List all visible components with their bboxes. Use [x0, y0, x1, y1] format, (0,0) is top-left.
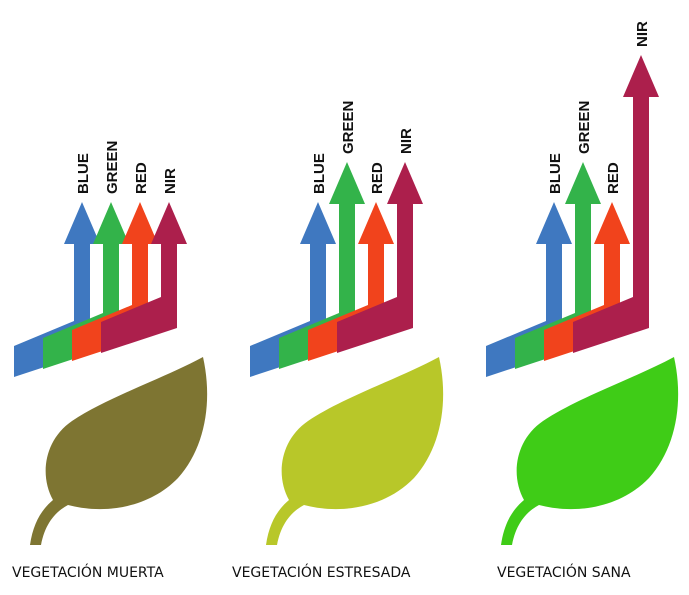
nir-reflected-arrow-3: [623, 55, 659, 328]
blue-reflected-arrow-3: [536, 202, 572, 352]
red-reflected-arrow-1: [122, 202, 158, 336]
red-label-2: RED: [369, 162, 386, 194]
green-label-2: GREEN: [340, 101, 357, 154]
blue-reflected-arrow-1: [64, 202, 100, 352]
nir-reflected-arrow-2: [387, 162, 423, 328]
nir-label-1: NIR: [162, 168, 179, 194]
blue-label-2: BLUE: [311, 153, 328, 194]
red-label-1: RED: [133, 162, 150, 194]
nir-incoming-band-3: [573, 297, 649, 353]
red-reflected-arrow-3: [594, 202, 630, 336]
blue-label-1: BLUE: [75, 153, 92, 194]
leaf-icon-1: [30, 357, 208, 545]
nir-label-3: NIR: [634, 21, 651, 47]
green-label-3: GREEN: [576, 101, 593, 154]
red-label-3: RED: [605, 162, 622, 194]
red-reflected-arrow-2: [358, 202, 394, 336]
nir-reflected-arrow-1: [151, 202, 187, 328]
caption-dead-vegetation: VEGETACIÓN MUERTA: [12, 565, 164, 581]
green-reflected-arrow-3: [565, 162, 601, 344]
green-label-1: GREEN: [104, 141, 121, 194]
blue-reflected-arrow-2: [300, 202, 336, 352]
nir-incoming-band-1: [101, 297, 177, 353]
nir-incoming-band-2: [337, 297, 413, 353]
leaf-icon-2: [266, 357, 444, 545]
nir-label-2: NIR: [398, 128, 415, 154]
leaf-icon-3: [501, 357, 679, 545]
green-reflected-arrow-1: [93, 202, 129, 344]
blue-label-3: BLUE: [547, 153, 564, 194]
caption-stressed-vegetation: VEGETACIÓN ESTRESADA: [232, 565, 411, 581]
caption-healthy-vegetation: VEGETACIÓN SANA: [497, 565, 631, 581]
green-reflected-arrow-2: [329, 162, 365, 344]
